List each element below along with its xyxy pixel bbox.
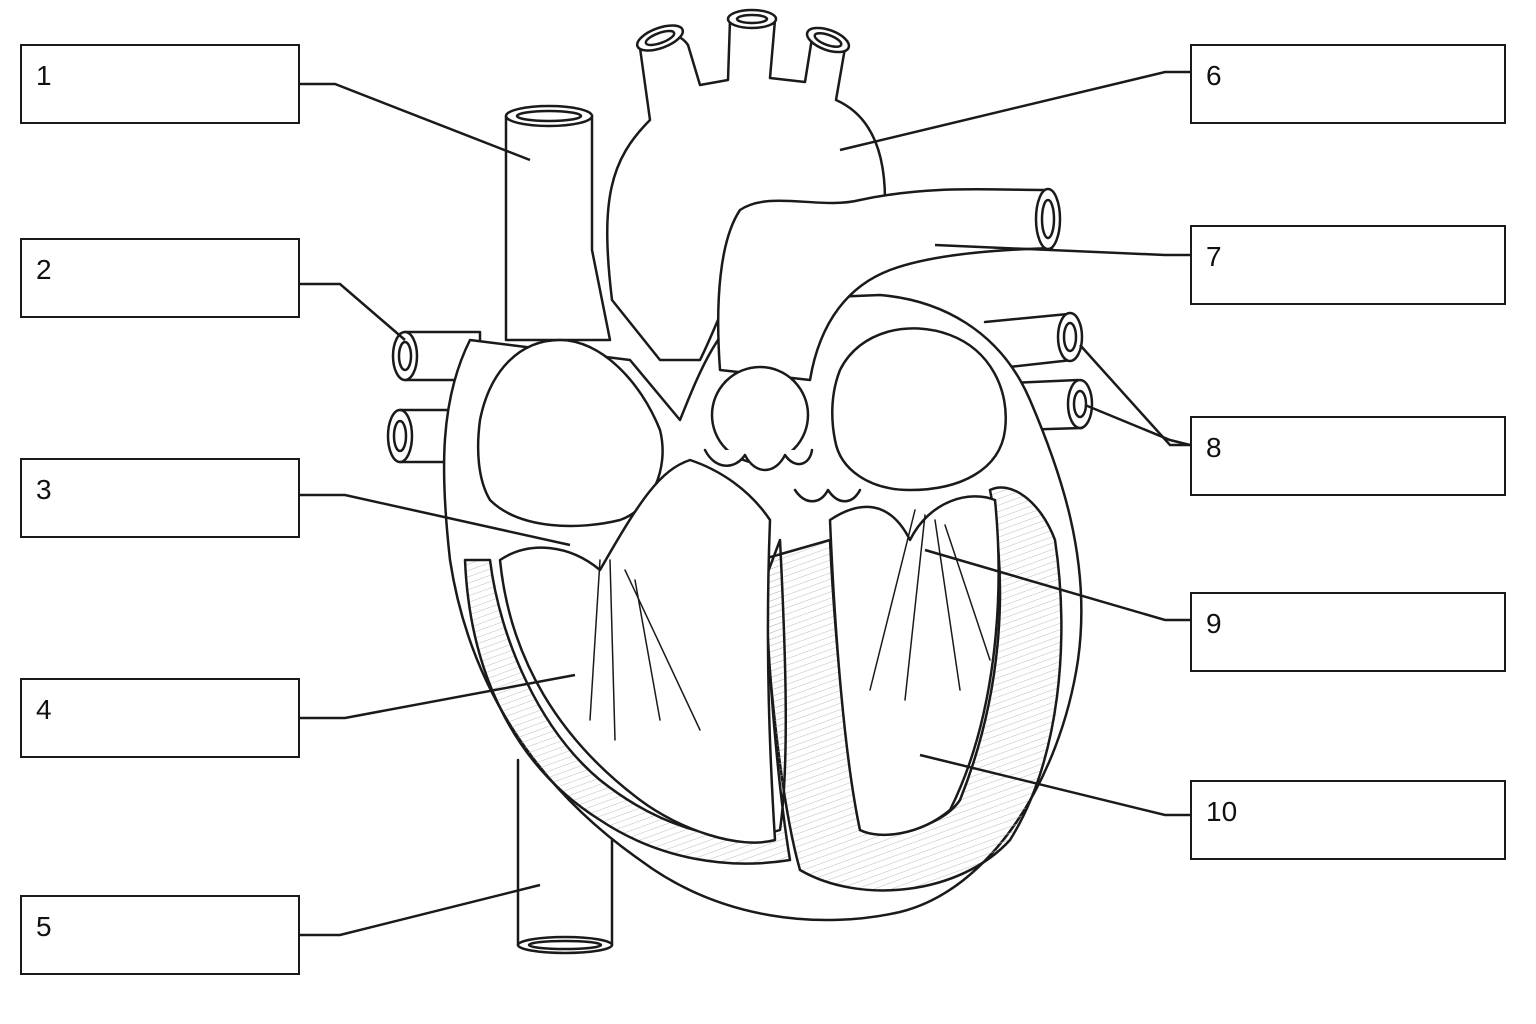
- label-number: 2: [36, 254, 52, 285]
- right-ventricle-wall: [463, 538, 792, 865]
- chordae-right: [589, 559, 701, 741]
- label-number: 5: [36, 911, 52, 942]
- leader-line-3: [300, 493, 571, 547]
- inferior-vena-cava: [516, 758, 614, 955]
- leader-line-8a: [1079, 344, 1190, 447]
- label-box-10[interactable]: 10: [1190, 780, 1506, 860]
- leader-line-8b: [1084, 403, 1191, 447]
- right-ventricle: [498, 458, 777, 844]
- label-number: 9: [1206, 608, 1222, 639]
- label-number: 8: [1206, 432, 1222, 463]
- leader-line-2: [300, 282, 406, 341]
- right-atrium: [476, 338, 664, 528]
- label-box-4[interactable]: 4: [20, 678, 300, 758]
- label-number: 4: [36, 694, 52, 725]
- leader-line-10: [919, 753, 1190, 817]
- left-ventricle: [828, 495, 1000, 836]
- leader-line-5: [300, 883, 541, 937]
- superior-vena-cava: [504, 104, 612, 342]
- label-box-1[interactable]: 1: [20, 44, 300, 124]
- label-number: 1: [36, 60, 52, 91]
- label-box-5[interactable]: 5: [20, 895, 300, 975]
- left-atrium: [831, 327, 1007, 492]
- label-number: 6: [1206, 60, 1222, 91]
- heart-drawing: [386, 8, 1094, 955]
- semilunar-valves: [703, 365, 862, 503]
- leader-lines: [300, 70, 1191, 937]
- leader-line-4: [300, 673, 576, 720]
- leader-line-1: [300, 82, 531, 162]
- label-box-2[interactable]: 2: [20, 238, 300, 318]
- label-box-8[interactable]: 8: [1190, 416, 1506, 496]
- leader-line-9: [924, 548, 1190, 622]
- label-box-9[interactable]: 9: [1190, 592, 1506, 672]
- label-number: 7: [1206, 241, 1222, 272]
- label-box-3[interactable]: 3: [20, 458, 300, 538]
- label-number: 3: [36, 474, 52, 505]
- left-pulmonary-veins: [983, 311, 1094, 432]
- chordae-left: [869, 509, 991, 701]
- label-box-7[interactable]: 7: [1190, 225, 1506, 305]
- leader-line-6: [839, 70, 1190, 152]
- label-box-6[interactable]: 6: [1190, 44, 1506, 124]
- pulmonary-artery: [716, 187, 1062, 382]
- label-number: 10: [1206, 796, 1238, 827]
- leader-line-7: [934, 243, 1190, 257]
